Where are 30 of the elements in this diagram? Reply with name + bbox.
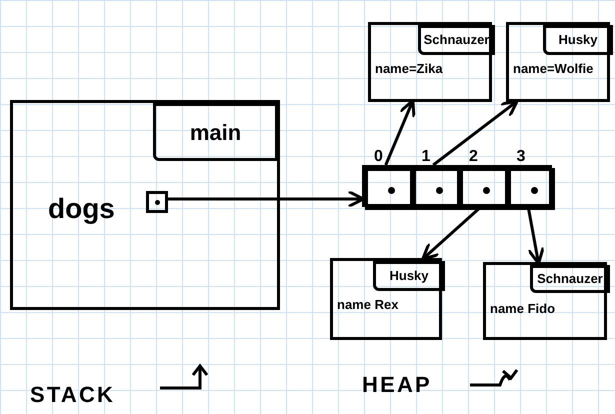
field-text: name Fido: [490, 300, 556, 318]
field-text: name Rex: [337, 296, 398, 314]
field-text: name=Zika: [375, 60, 443, 78]
object-box: [368, 22, 492, 102]
index-number: 0: [374, 147, 383, 167]
index-number: 2: [469, 147, 478, 167]
class-name: Husky: [389, 267, 429, 286]
class-label-box: [530, 265, 610, 293]
arrow: [432, 100, 519, 166]
variable-name: dogs: [48, 192, 115, 226]
method-label-box: [153, 103, 278, 161]
index-number: 3: [516, 147, 526, 167]
stack-frame-box: [10, 100, 280, 310]
class-name: main: [190, 118, 242, 146]
class-name: Husky: [558, 31, 598, 50]
class-name: Schnauzer: [537, 270, 603, 288]
reference-box: [146, 191, 168, 213]
region-label: STACK: [30, 381, 116, 409]
class-label-box: [543, 25, 613, 55]
object-box: [506, 22, 610, 102]
class-name: Schnauzer: [424, 31, 490, 50]
field-text: name=Wolfie: [513, 60, 594, 78]
region-label: HEAP: [362, 371, 432, 399]
object-box: [483, 262, 607, 340]
arrow: [384, 99, 416, 166]
object-box: [330, 258, 442, 340]
class-label-box: [418, 25, 495, 55]
class-label-box: [373, 261, 445, 291]
arrow: [165, 190, 365, 208]
index-number: 1: [422, 147, 430, 167]
